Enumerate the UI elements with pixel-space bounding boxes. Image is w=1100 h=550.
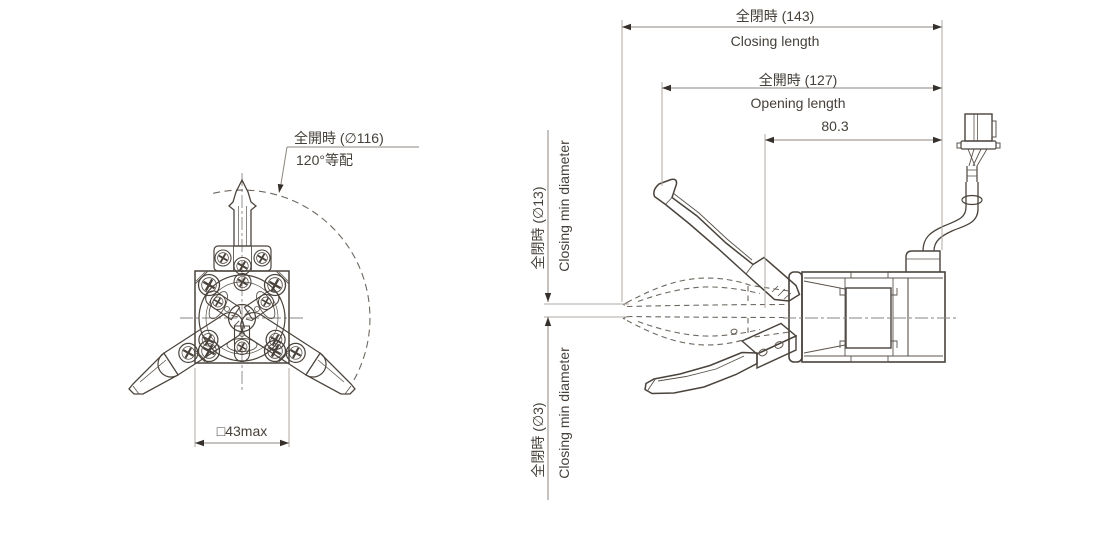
leader-line — [277, 146, 419, 193]
front-view-drawing — [128, 146, 419, 447]
side-view-drawing — [544, 20, 1001, 500]
hub — [205, 290, 280, 362]
gripper-body — [783, 250, 957, 363]
body-length-dim-label: 80.3 — [821, 118, 849, 134]
lower-finger-side — [644, 322, 798, 395]
closed-fingers-dashed — [622, 277, 790, 346]
side-dimensions — [544, 20, 943, 500]
square-dimension — [194, 368, 290, 447]
upper-finger-front — [213, 178, 272, 292]
equal-spacing-label: 120°等配 — [296, 152, 353, 168]
finger-blade — [128, 352, 356, 395]
square-dim-label: □43max — [216, 423, 268, 439]
open-diameter-label: 全開時 (∅116) — [294, 130, 384, 146]
upper-finger-side — [653, 178, 801, 302]
opening-circle-arc — [213, 189, 371, 385]
min-dia-13-jp-label: 全閉時 (∅13) — [530, 186, 546, 270]
min-dia-3-jp-label: 全閉時 (∅3) — [530, 402, 546, 478]
connector-head — [964, 113, 993, 142]
cable-clamp-icon — [961, 194, 983, 206]
hub-spline-icon — [231, 307, 253, 329]
min-dia-13-en-label: Closing min diameter — [556, 140, 572, 272]
connector-wires — [967, 148, 988, 167]
closing-length-en-label: Closing length — [730, 33, 820, 49]
opening-length-jp-label: 全開時 (127) — [758, 72, 838, 88]
min-dia-3-en-label: Closing min diameter — [556, 347, 572, 479]
cable-connector — [922, 113, 1001, 252]
closing-length-jp-label: 全閉時 (143) — [735, 8, 815, 24]
arm-screw-icon — [178, 329, 306, 363]
opening-length-en-label: Opening length — [750, 95, 846, 111]
